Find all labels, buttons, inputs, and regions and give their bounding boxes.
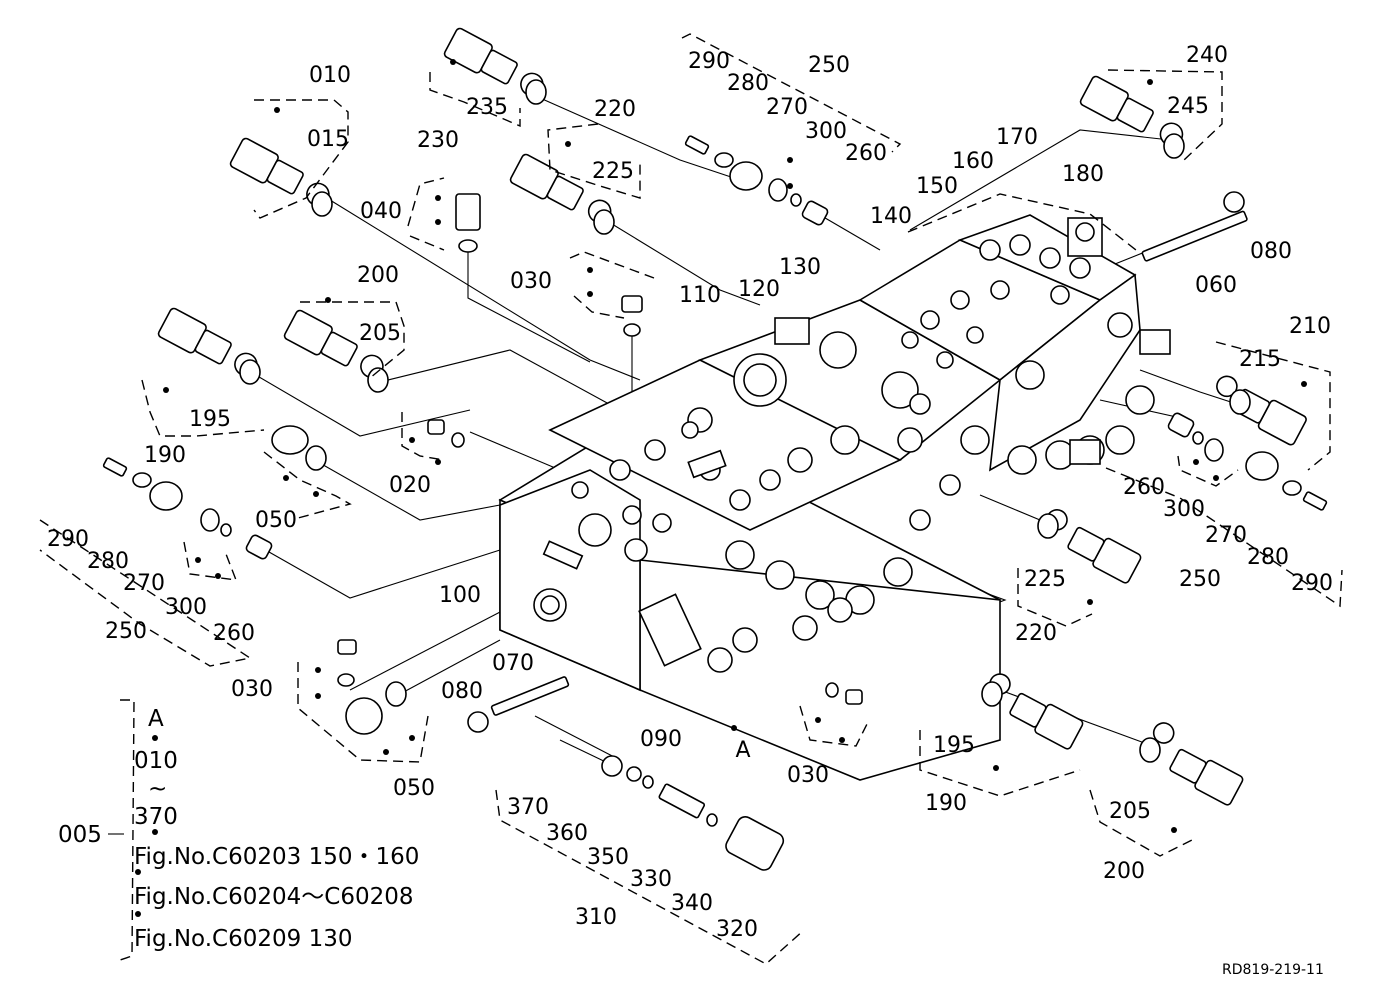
callout-c280b: 280 [87, 549, 129, 574]
callout-c205a: 205 [359, 321, 401, 346]
callout-c260b: 260 [213, 621, 255, 646]
callout-c245: 245 [1167, 94, 1209, 119]
callout-c120: 120 [738, 277, 780, 302]
legend-line-5: Fig.No.C60203 150・160 [134, 844, 419, 870]
assembly-legend: 005 A 010 ~ 370 Fig.No.C60203 150・160 Fi… [58, 706, 419, 952]
callout-c250a: 250 [808, 53, 850, 78]
callout-c270b: 270 [123, 571, 165, 596]
callout-c230: 230 [417, 128, 459, 153]
callout-c290a: 290 [688, 49, 730, 74]
callout-c030a: 030 [510, 269, 552, 294]
legend-line-1: A [148, 706, 164, 732]
legend-line-7: Fig.No.C60209 130 [134, 926, 352, 952]
drawing-reference: RD819-219-11 [1222, 962, 1324, 978]
callout-c030c: 030 [787, 763, 829, 788]
callout-c290c: 290 [1291, 571, 1333, 596]
callout-c050b: 050 [393, 776, 435, 801]
legend-line-2: 010 [134, 748, 178, 774]
callout-c370: 370 [507, 795, 549, 820]
legend-group-label: 005 [58, 822, 102, 848]
callout-c320: 320 [716, 917, 758, 942]
callout-c300a: 300 [805, 119, 847, 144]
callout-c210: 210 [1289, 314, 1331, 339]
callout-c360: 360 [546, 821, 588, 846]
callout-c260a: 260 [845, 141, 887, 166]
callout-c270c: 270 [1205, 523, 1247, 548]
callout-c260c: 260 [1123, 475, 1165, 500]
callout-c310: 310 [575, 905, 617, 930]
callout-c170: 170 [996, 125, 1038, 150]
callout-c050a: 050 [255, 508, 297, 533]
callout-c040: 040 [360, 199, 402, 224]
callout-c205b: 205 [1109, 799, 1151, 824]
callout-c250b: 250 [105, 619, 147, 644]
callout-c290b: 290 [47, 527, 89, 552]
callout-c220a: 220 [594, 97, 636, 122]
callout-c200b: 200 [1103, 859, 1145, 884]
callout-c300b: 300 [165, 595, 207, 620]
callout-c225b: 225 [1024, 567, 1066, 592]
callout-c190a: 190 [144, 443, 186, 468]
callout-c340: 340 [671, 891, 713, 916]
callout-c190b: 190 [925, 791, 967, 816]
callout-c010: 010 [309, 63, 351, 88]
callout-c130: 130 [779, 255, 821, 280]
callout-c140: 140 [870, 204, 912, 229]
legend-line-4: 370 [134, 804, 178, 830]
callout-c015: 015 [307, 127, 349, 152]
callout-c220b: 220 [1015, 621, 1057, 646]
callout-c200a: 200 [357, 263, 399, 288]
callout-c070: 070 [492, 651, 534, 676]
main-valve-body [498, 214, 1171, 781]
callout-c195a: 195 [189, 407, 231, 432]
callout-c150: 150 [916, 174, 958, 199]
callout-c110: 110 [679, 283, 721, 308]
callout-c270a: 270 [766, 95, 808, 120]
callout-c235: 235 [466, 95, 508, 120]
callout-c250c: 250 [1179, 567, 1221, 592]
group-brackets [39, 33, 1343, 965]
callout-c080a: 080 [1250, 239, 1292, 264]
callout-c280c: 280 [1247, 545, 1289, 570]
callout-c080b: 080 [441, 679, 483, 704]
callout-dots [135, 59, 1307, 917]
callout-c090: 090 [640, 727, 682, 752]
callout-c100: 100 [439, 583, 481, 608]
callout-c020: 020 [389, 473, 431, 498]
callout-c060: 060 [1195, 273, 1237, 298]
callout-c195b: 195 [933, 733, 975, 758]
legend-line-3: ~ [148, 776, 167, 802]
callout-c280a: 280 [727, 71, 769, 96]
callout-c030b: 030 [231, 677, 273, 702]
callout-cA: A [735, 738, 750, 763]
legend-line-6: Fig.No.C60204～C60208 [134, 884, 414, 910]
callout-c180: 180 [1062, 162, 1104, 187]
callout-c215: 215 [1239, 347, 1281, 372]
callout-c330: 330 [630, 867, 672, 892]
callout-c160: 160 [952, 149, 994, 174]
relief-valves [102, 27, 1328, 871]
callout-c240: 240 [1186, 43, 1228, 68]
callout-c225a: 225 [592, 159, 634, 184]
callout-c300c: 300 [1163, 497, 1205, 522]
callout-c350: 350 [587, 845, 629, 870]
